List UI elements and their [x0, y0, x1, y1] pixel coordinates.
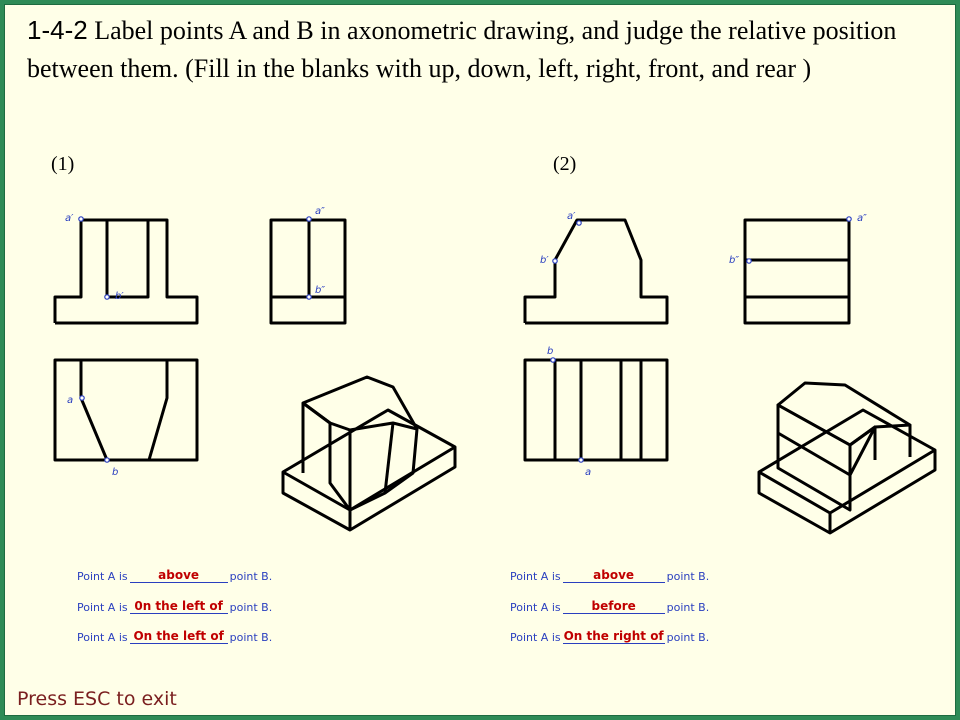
answer-blank[interactable]: On the right of [562, 629, 665, 644]
part-2-label: (2) [553, 153, 577, 175]
svg-text:a″: a″ [315, 206, 325, 217]
svg-text:b: b [112, 467, 118, 478]
svg-text:a: a [67, 395, 73, 406]
part-2-front-view [523, 218, 669, 325]
part-2-axonometric [757, 381, 937, 535]
part-1-side-view [269, 218, 347, 325]
projection-drawings: a′ b′ a″ b″ a b a′ b′ a″ b″ b a [53, 206, 937, 535]
part-1-top-view [53, 358, 199, 462]
question-title: 1-4-2 Label points A and B in axonometri… [27, 11, 937, 88]
svg-text:a″: a″ [857, 213, 867, 224]
answer-blank[interactable]: above [562, 568, 665, 583]
part-2-side-view [743, 218, 851, 325]
svg-text:a′: a′ [65, 213, 74, 224]
part-1-axonometric [281, 375, 457, 532]
slide: 1-4-2 Label points A and B in axonometri… [4, 4, 956, 716]
part-1-front-view [53, 218, 199, 325]
svg-text:b: b [547, 346, 553, 357]
svg-text:b′: b′ [540, 255, 549, 266]
answer-blank[interactable]: above [129, 568, 228, 583]
svg-text:b″: b″ [729, 255, 739, 266]
answer-blank[interactable]: before [562, 599, 665, 614]
svg-text:b′: b′ [115, 291, 124, 302]
exit-hint: Press ESC to exit [17, 688, 177, 710]
part-2-top-view [523, 358, 669, 462]
answer-blank[interactable]: On the left of [129, 629, 228, 644]
svg-text:a′: a′ [567, 211, 576, 222]
part-1-label: (1) [51, 153, 75, 175]
svg-text:a: a [585, 467, 591, 478]
question-text: Label points A and B in axonometric draw… [27, 16, 897, 83]
question-number: 1-4-2 [27, 15, 88, 45]
answer-blank[interactable]: 0n the left of [129, 599, 228, 614]
svg-text:b″: b″ [315, 285, 325, 296]
